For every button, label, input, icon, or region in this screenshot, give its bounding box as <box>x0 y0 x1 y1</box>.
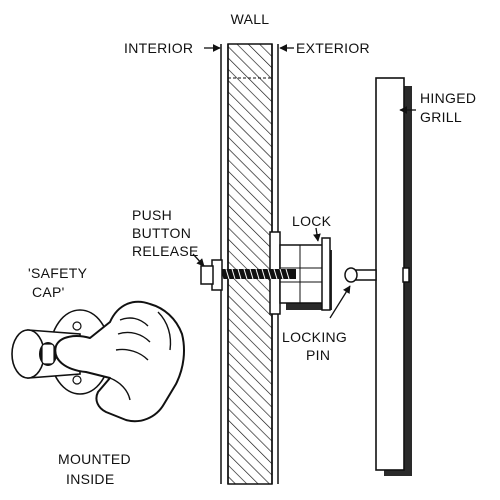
wall <box>220 43 279 485</box>
label-exterior: EXTERIOR <box>296 40 370 56</box>
label-hinged-grill-line1: HINGED <box>420 90 476 106</box>
hand-finger-crease-1 <box>119 317 149 327</box>
label-push-button-line1: PUSH <box>132 207 172 223</box>
threaded-rod <box>214 268 296 280</box>
label-lock: LOCK <box>292 213 332 229</box>
push-button <box>200 259 223 291</box>
label-locking-pin-line2: PIN <box>306 347 330 363</box>
push-button-knob <box>200 265 214 285</box>
locking-pin-head <box>344 267 358 283</box>
label-mounted-inside-line2: INSIDE <box>66 471 114 487</box>
grill-bar <box>375 77 405 471</box>
rod-core <box>214 269 296 279</box>
label-hinged-grill-line2: GRILL <box>420 109 462 125</box>
wall-body <box>227 43 273 485</box>
label-locking-pin-line1: LOCKING <box>282 329 347 345</box>
label-push-button-line2: BUTTON <box>132 225 191 241</box>
push-button-arrow <box>192 253 205 267</box>
locking-pin-arrow <box>329 285 351 319</box>
label-safety-cap-line2: CAP' <box>32 284 65 300</box>
locking-pin-nut <box>402 267 410 283</box>
label-safety-cap-line1: 'SAFETY <box>28 265 88 281</box>
hand-finger-crease-2 <box>117 331 151 343</box>
lock-arrow <box>313 227 321 242</box>
label-mounted-inside-line1: MOUNTED <box>58 451 131 467</box>
safety-cap-button <box>41 343 55 365</box>
label-interior: INTERIOR <box>124 40 193 56</box>
hand <box>54 300 185 423</box>
hand-finger-crease-3 <box>115 348 149 361</box>
hand-thumb-line <box>109 377 131 401</box>
locking-pin <box>344 267 410 283</box>
cap-screw-bottom <box>72 375 82 385</box>
hand-knuckle-shade <box>157 311 172 351</box>
label-wall: WALL <box>231 11 270 27</box>
label-push-button-line3: RELEASE <box>132 243 199 259</box>
lock-flange <box>321 237 331 311</box>
leader-arrows <box>192 44 416 319</box>
cap-screw-top <box>72 321 82 331</box>
hand-outline <box>54 300 185 423</box>
locking-pin-shaft <box>355 269 377 281</box>
hinged-grill <box>375 77 412 476</box>
